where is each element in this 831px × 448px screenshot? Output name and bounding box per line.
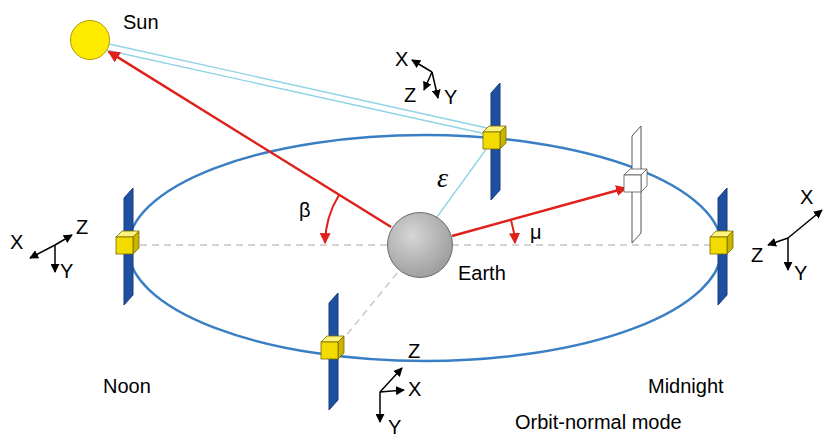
earth-circle: Earth — [387, 212, 453, 278]
diagram-label: Y — [794, 262, 807, 285]
diagram-label: Noon — [103, 375, 151, 398]
diagram-label: Z — [404, 84, 416, 107]
satellite-top — [483, 83, 506, 200]
satellite-bottom — [321, 293, 344, 410]
diagram-label: Z — [408, 340, 420, 363]
diagram-label: Y — [388, 416, 401, 439]
diagram-label: ε — [437, 162, 448, 194]
satellite-noon — [116, 188, 139, 305]
node-label: Sun — [123, 11, 159, 34]
mu-arc — [511, 220, 515, 243]
diagram-label: β — [299, 199, 311, 222]
diagram-label: Z — [751, 244, 763, 267]
diagram-label: Y — [60, 260, 73, 283]
diagram-label: X — [395, 48, 408, 71]
diagram-label: Midnight — [648, 375, 724, 398]
node-label: Earth — [458, 262, 506, 285]
axis-triad — [380, 368, 404, 422]
axis-triad — [768, 210, 822, 270]
diagram-label: X — [408, 378, 421, 401]
satellite-midnight — [710, 188, 733, 305]
beta-arc — [325, 195, 339, 243]
diagram-label: Orbit-normal mode — [515, 411, 682, 434]
sun-direction-arrow — [109, 52, 391, 227]
diagram-label: μ — [530, 221, 542, 244]
diagram-label: Z — [76, 216, 88, 239]
sun-ray — [106, 50, 486, 134]
satellite-outline — [624, 126, 647, 243]
diagram-label: X — [10, 231, 23, 254]
sun-circle: Sun — [70, 20, 110, 60]
earth-satellite-line — [437, 148, 487, 217]
diagram-label: X — [800, 186, 813, 209]
diagram-label: Y — [444, 86, 457, 109]
